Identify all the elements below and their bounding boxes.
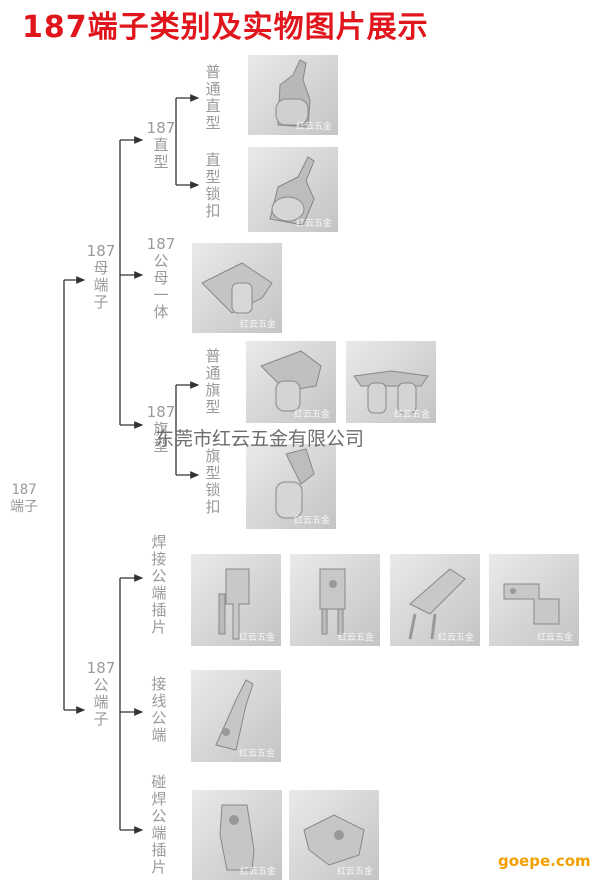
label-char: 187 <box>146 235 176 253</box>
label-char: 直 <box>205 151 221 169</box>
photo-straight-lock: 红云五金 <box>248 147 338 232</box>
photo-weld-male-2: 红云五金 <box>290 554 380 646</box>
site-watermark: goepe.com <box>498 852 591 870</box>
watermark: 红云五金 <box>238 749 275 759</box>
label-char: 端 <box>151 584 167 602</box>
label-char: 线 <box>151 692 167 710</box>
label-char: 直 <box>153 136 169 154</box>
label-char: 公 <box>151 807 167 825</box>
company-watermark: 东莞市红云五金有限公司 <box>155 428 365 450</box>
label-char: 锁 <box>205 185 221 203</box>
photo-normal-straight: 红云五金 <box>248 55 338 135</box>
label-spot-weld-male: 碰焊公端插片碰焊公端插片 <box>148 774 170 876</box>
label-flag: 187旗型187旗型 <box>146 404 176 455</box>
label-female: 187母端子187母端子 <box>86 243 116 311</box>
watermark: 红云五金 <box>336 867 373 877</box>
label-char: 187 <box>86 242 116 260</box>
label-char: 型 <box>205 114 221 132</box>
photo-wire-male: 红云五金 <box>191 670 281 762</box>
watermark: 红云五金 <box>536 633 573 643</box>
label-straight-lock: 直型锁扣直型锁扣 <box>202 152 224 220</box>
label-char: 公 <box>93 676 109 694</box>
label-char: 片 <box>151 618 167 636</box>
watermark: 红云五金 <box>437 633 474 643</box>
label-char: 子 <box>93 293 109 311</box>
watermark: 红云五金 <box>293 410 330 420</box>
label-char: 旗 <box>205 381 221 399</box>
label-char: 母 <box>153 269 169 287</box>
label-char: 体 <box>153 303 169 321</box>
photo-weld-male-4: 红云五金 <box>489 554 579 646</box>
photo-normal-flag-1: 红云五金 <box>246 341 336 423</box>
label-char: 碰 <box>151 773 167 791</box>
watermark: 红云五金 <box>238 633 275 643</box>
photo-flag-lock: 红云五金 <box>246 444 336 529</box>
label-char: 接 <box>151 675 167 693</box>
photo-weld-male-1: 红云五金 <box>191 554 281 646</box>
watermark: 红云五金 <box>295 219 332 229</box>
photo-normal-flag-2: 红云五金 <box>346 341 436 423</box>
label-char: 端 <box>151 824 167 842</box>
photo-spot-weld-male-2: 红云五金 <box>289 790 379 880</box>
label-char: 型 <box>153 153 169 171</box>
label-male: 187公端子187公端子 <box>86 660 116 728</box>
watermark: 红云五金 <box>337 633 374 643</box>
label-normal-flag: 普通旗型普通旗型 <box>202 348 224 416</box>
label-char: 片 <box>151 858 167 876</box>
diagram-title: 187端子类别及实物图片展示 <box>22 10 429 45</box>
photo-weld-male-3: 红云五金 <box>390 554 480 646</box>
label-char: 型 <box>205 398 221 416</box>
watermark: 红云五金 <box>239 320 276 330</box>
label-char: 扣 <box>205 498 221 516</box>
label-char: 扣 <box>205 202 221 220</box>
photo-spot-weld-male-1: 红云五金 <box>192 790 282 880</box>
watermark: 红云五金 <box>295 122 332 132</box>
label-char: 公 <box>151 567 167 585</box>
label-char: 普 <box>205 63 221 81</box>
label-char: 普 <box>205 347 221 365</box>
label-flag-lock: 旗型锁扣旗型锁扣 <box>202 448 224 516</box>
label-char: 型 <box>205 168 221 186</box>
label-char: 公 <box>153 252 169 270</box>
label-char: 直 <box>205 97 221 115</box>
watermark: 红云五金 <box>293 516 330 526</box>
label-char: 型 <box>153 437 169 455</box>
label-char: 端 <box>93 693 109 711</box>
label-char: 端 <box>151 726 167 744</box>
label-straight: 187直型187直型 <box>146 120 176 171</box>
label-char: 插 <box>151 841 167 859</box>
label-wire-male: 接线公端接线公端 <box>148 676 170 744</box>
label-char: 焊 <box>151 790 167 808</box>
label-char: 子 <box>93 710 109 728</box>
label-char: 187 <box>86 659 116 677</box>
label-normal-straight: 普通直型普通直型 <box>202 64 224 132</box>
label-char: 插 <box>151 601 167 619</box>
label-char: 通 <box>205 80 221 98</box>
label-char: 一 <box>153 286 169 304</box>
label-char: 187 <box>146 403 176 421</box>
label-male-female: 187公母一体187公母一体 <box>146 236 176 321</box>
label-char: 旗 <box>205 447 221 465</box>
label-char: 型 <box>205 464 221 482</box>
label-char: 旗 <box>153 420 169 438</box>
watermark: 红云五金 <box>239 867 276 877</box>
label-char: 锁 <box>205 481 221 499</box>
label-char: 焊 <box>151 533 167 551</box>
photo-male-female: 红云五金 <box>192 243 282 333</box>
label-weld-male: 焊接公端插片焊接公端插片 <box>148 534 170 636</box>
label-char: 公 <box>151 709 167 727</box>
watermark: 红云五金 <box>393 410 430 420</box>
label-char: 母 <box>93 259 109 277</box>
label-char: 接 <box>151 550 167 568</box>
label-char: 端 <box>93 276 109 294</box>
label-char: 187 <box>146 119 176 137</box>
label-char: 通 <box>205 364 221 382</box>
